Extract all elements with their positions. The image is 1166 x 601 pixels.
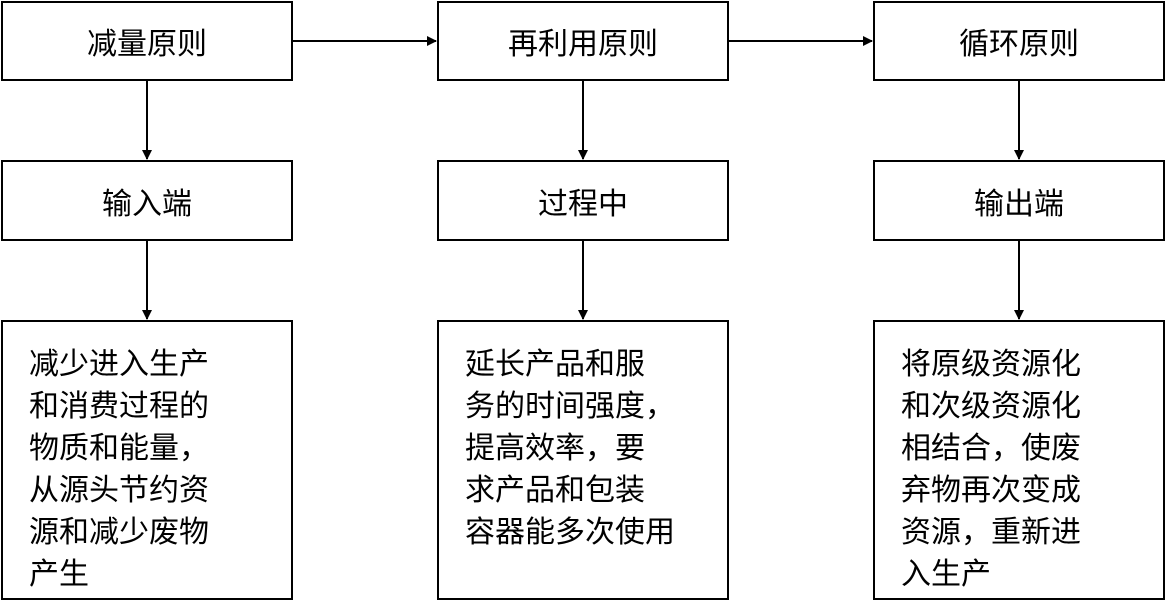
description-box-recycle: 将原级资源化 和次级资源化 相结合，使废 弃物再次变成 资源，重新进 入生产 <box>873 320 1165 600</box>
principle-box-reduce: 减量原则 <box>1 1 293 81</box>
stage-label: 输出端 <box>974 186 1064 222</box>
principle-label: 循环原则 <box>959 27 1079 62</box>
principle-label: 再利用原则 <box>508 27 658 62</box>
stage-label: 过程中 <box>538 186 628 222</box>
description-box-reuse: 延长产品和服 务的时间强度， 提高效率，要 求产品和包装 容器能多次使用 <box>437 320 729 600</box>
stage-box-input: 输入端 <box>1 160 293 241</box>
principle-box-recycle: 循环原则 <box>873 1 1165 81</box>
description-box-reduce: 减少进入生产 和消费过程的 物质和能量， 从源头节约资 源和减少废物 产生 <box>1 320 293 600</box>
stage-box-output: 输出端 <box>873 160 1165 241</box>
principle-box-reuse: 再利用原则 <box>437 1 729 81</box>
principle-label: 减量原则 <box>87 27 207 62</box>
stage-box-process: 过程中 <box>437 160 729 241</box>
stage-label: 输入端 <box>102 186 192 222</box>
